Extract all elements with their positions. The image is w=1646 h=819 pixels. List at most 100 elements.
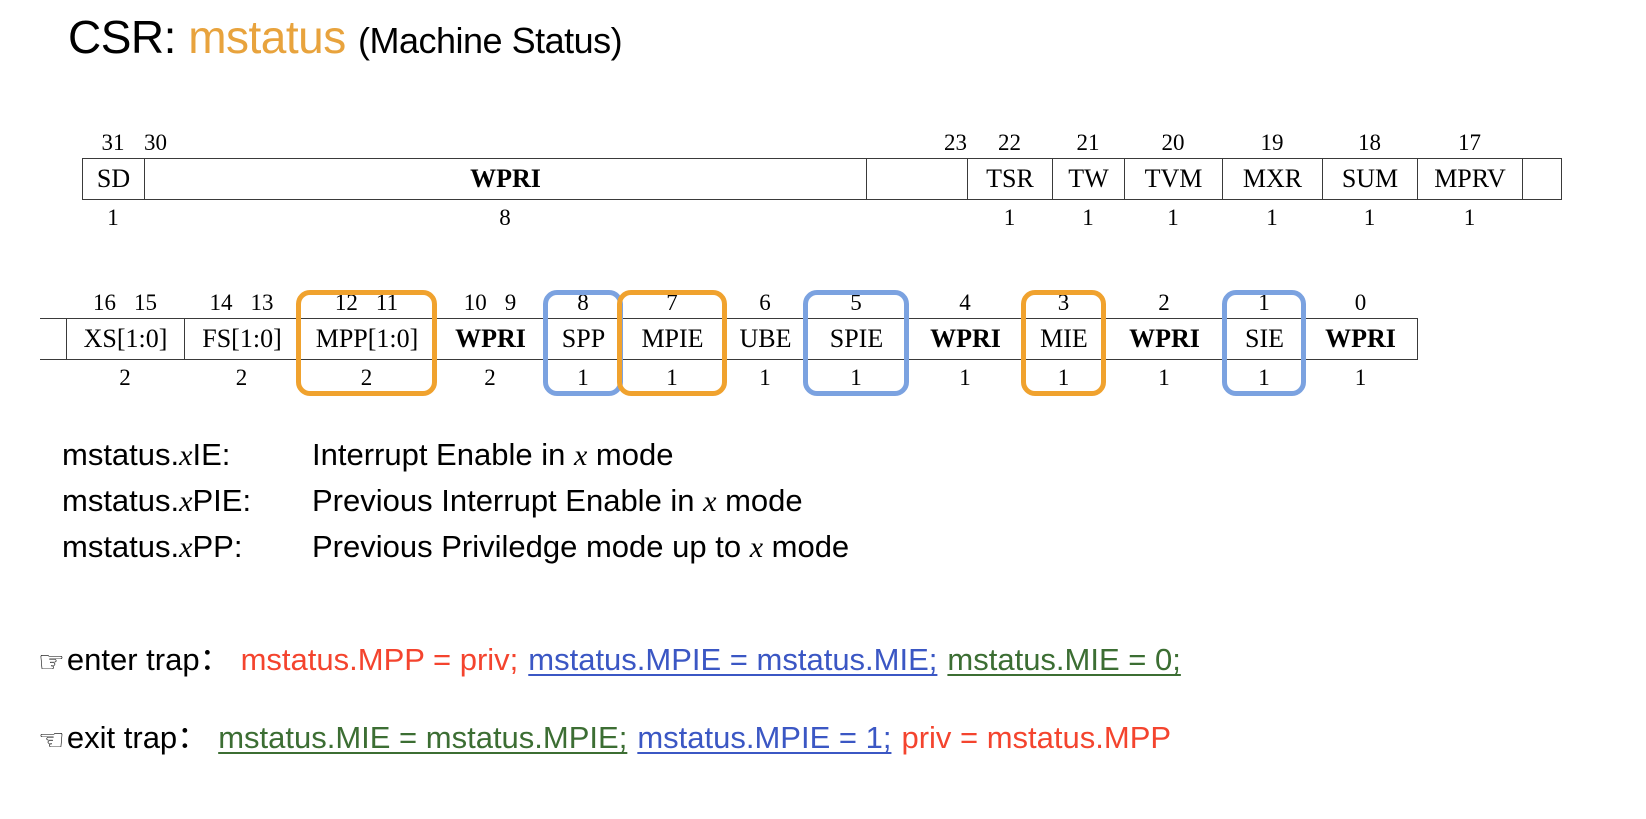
bit-field-width: 2 — [484, 365, 496, 390]
bit-index-label: 21 — [1076, 130, 1100, 155]
bit-index-label — [1522, 128, 1562, 158]
italic-x: x — [179, 531, 193, 564]
italic-x: x — [573, 439, 588, 472]
italic-x: x — [749, 531, 764, 564]
exit-trap-stmt-mie: mstatus.MIE = mstatus.MPIE; — [218, 720, 628, 755]
enter-trap-label: enter trap： — [66, 642, 231, 677]
bit-field-name: WPRI — [434, 318, 546, 360]
bit-field-name: WPRI — [144, 158, 866, 200]
row-left-stub — [40, 288, 66, 396]
bit-field-name: TSR — [967, 158, 1052, 200]
legend-field-description: Previous Interrupt Enable in x mode — [312, 483, 803, 518]
bit-index-label: 30 — [144, 130, 167, 155]
bit-index-label: 1 — [1258, 290, 1270, 315]
bit-index-label: 22 — [998, 130, 1021, 155]
bit-index-label: 23 — [944, 130, 967, 155]
bit-index-label: 2 — [1158, 290, 1170, 315]
bit-field-width — [866, 200, 967, 236]
bit-field-width: 1 — [1354, 365, 1367, 390]
pointing-hand-right-icon: ☞ — [38, 646, 65, 679]
bit-field-width: 1 — [1158, 365, 1170, 390]
bit-index-label: 17 — [1458, 130, 1481, 155]
bit-field-name: SUM — [1322, 158, 1417, 200]
bit-field-name: FS[1:0] — [184, 318, 299, 360]
exit-trap-label: exit trap： — [66, 720, 209, 755]
bit-field-width: 1 — [759, 365, 771, 390]
bit-field-name: MPP[1:0] — [299, 318, 434, 360]
bit-field-name — [866, 158, 967, 200]
bit-field-name: MXR — [1222, 158, 1322, 200]
title-csr-name: mstatus — [188, 11, 346, 63]
legend-field-name: mstatus.xPIE: — [62, 483, 252, 518]
bit-field-name: SD — [82, 158, 144, 200]
bit-field-width: 1 — [1463, 205, 1476, 230]
bit-field-name: WPRI — [906, 318, 1024, 360]
bit-index-label: 6 — [759, 290, 771, 315]
bit-field-name: WPRI — [1303, 318, 1418, 360]
italic-x: x — [179, 439, 193, 472]
bit-field-name — [1522, 158, 1562, 200]
bit-index-label: 0 — [1354, 290, 1367, 315]
bit-field-width: 1 — [1003, 205, 1016, 230]
bit-field-width: 1 — [1082, 205, 1094, 230]
bit-field-width: 2 — [119, 365, 131, 390]
bit-field-width: 1 — [107, 205, 119, 230]
title-prefix: CSR: — [68, 11, 189, 63]
bit-index-label: 3 — [1057, 290, 1070, 315]
bit-index-label: 5 — [850, 290, 862, 315]
bit-field-name: UBE — [724, 318, 806, 360]
bit-field-cell: 23 — [866, 128, 967, 236]
bit-field-width: 1 — [1258, 365, 1270, 390]
enter-trap-stmt-mpp: mstatus.MPP = priv; — [240, 642, 519, 677]
bit-field-width: 1 — [1266, 205, 1278, 230]
bit-field-name: SPIE — [806, 318, 906, 360]
exit-trap-stmt-mpie: mstatus.MPIE = 1; — [637, 720, 892, 755]
legend-line: mstatus.xPIE: Previous Interrupt Enable i… — [62, 478, 849, 524]
bit-index-label: 20 — [1161, 130, 1185, 155]
italic-x: x — [703, 485, 717, 518]
legend-field-description: Interrupt Enable in x mode — [312, 437, 674, 472]
legend-field-name: mstatus.xPP: — [62, 529, 243, 564]
bit-field-width — [1522, 200, 1562, 236]
legend-field-description: Previous Priviledge mode up to x mode — [312, 529, 850, 564]
bit-index-label: 19 — [1260, 130, 1284, 155]
pointing-hand-left-icon: ☜ — [38, 724, 65, 757]
legend-field-name: mstatus.xIE: — [62, 437, 231, 472]
enter-trap-stmt-mie: mstatus.MIE = 0; — [947, 642, 1181, 677]
bit-field-name: XS[1:0] — [66, 318, 184, 360]
exit-trap-stmt-priv: priv = mstatus.MPP — [901, 720, 1172, 755]
legend-line: mstatus.xIE: Interrupt Enable in x mode — [62, 432, 849, 478]
bit-field-width: 1 — [1363, 205, 1376, 230]
bit-field-name: MPIE — [620, 318, 724, 360]
enter-trap-line: ☞ enter trap： mstatus.MPP = priv; mstatu… — [38, 640, 1181, 681]
italic-x: x — [179, 485, 193, 518]
bit-field-name: MIE — [1024, 318, 1103, 360]
spacer — [40, 288, 66, 318]
spacer — [40, 360, 66, 396]
bit-field-width: 1 — [666, 365, 678, 390]
